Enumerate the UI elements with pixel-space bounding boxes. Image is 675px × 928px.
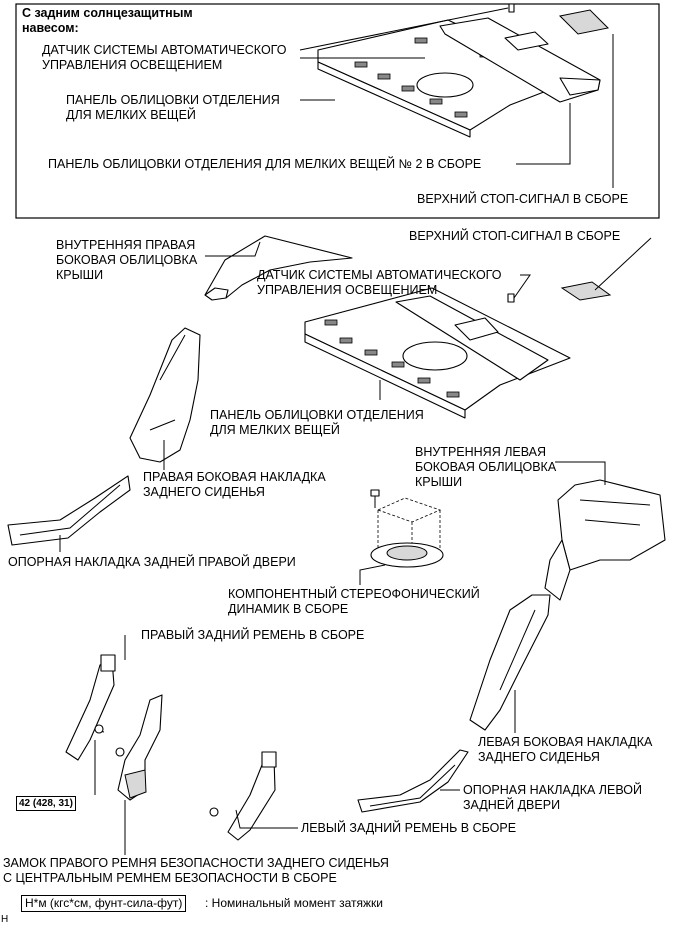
inset-stoplight	[558, 9, 610, 35]
left-seat-side-garnish	[469, 594, 551, 731]
right-door-scuff-plate	[7, 475, 131, 546]
inset-label-sensor: ДАТЧИК СИСТЕМЫ АВТОМАТИЧЕСКОГО УПРАВЛЕНИ…	[42, 43, 286, 73]
inset-label-sensor-l2: УПРАВЛЕНИЯ ОСВЕЩЕНИЕМ	[42, 58, 223, 72]
label-right-roof-trim-l1: ВНУТРЕННЯЯ ПРАВАЯ	[56, 238, 196, 252]
inset-label-sensor-l1: ДАТЧИК СИСТЕМЫ АВТОМАТИЧЕСКОГО	[42, 43, 287, 57]
label-left-roof-trim-l2: БОКОВАЯ ОБЛИЦОВКА	[415, 460, 557, 474]
corner-mark: H	[1, 914, 9, 925]
label-left-roof-trim-l1: ВНУТРЕННЯЯ ЛЕВАЯ	[415, 445, 547, 459]
label-right-side-garnish-l1: ПРАВАЯ БОКОВАЯ НАКЛАДКА	[143, 470, 326, 484]
label-left-door-scuff-l1: ОПОРНАЯ НАКЛАДКА ЛЕВОЙ	[463, 783, 642, 797]
legend-description: : Номинальный момент затяжки	[205, 896, 383, 910]
label-right-door-scuff: ОПОРНАЯ НАКЛАДКА ЗАДНЕЙ ПРАВОЙ ДВЕРИ	[8, 555, 296, 569]
inset-sensor	[508, 3, 515, 13]
inset-package-tray	[317, 19, 576, 138]
left-roof-side-trim	[544, 479, 666, 601]
label-package-tray: ПАНЕЛЬ ОБЛИЦОВКИ ОТДЕЛЕНИЯ ДЛЯ МЕЛКИХ ВЕ…	[210, 408, 424, 438]
label-right-side-garnish-l2: ЗАДНЕГО СИДЕНЬЯ	[143, 485, 265, 499]
label-right-roof-trim-l2: БОКОВАЯ ОБЛИЦОВКА	[56, 253, 198, 267]
sensor	[507, 293, 515, 303]
label-speaker-l1: КОМПОНЕНТНЫЙ СТЕРЕОФОНИЧЕСКИЙ	[228, 587, 480, 601]
label-right-roof-trim: ВНУТРЕННЯЯ ПРАВАЯ БОКОВАЯ ОБЛИЦОВКА КРЫШ…	[56, 238, 197, 283]
label-left-roof-trim: ВНУТРЕННЯЯ ЛЕВАЯ БОКОВАЯ ОБЛИЦОВКА КРЫШИ	[415, 445, 556, 490]
label-speaker-l2: ДИНАМИК В СБОРЕ	[228, 602, 349, 616]
stoplight	[560, 281, 612, 301]
inset-label-panel: ПАНЕЛЬ ОБЛИЦОВКИ ОТДЕЛЕНИЯ ДЛЯ МЕЛКИХ ВЕ…	[66, 93, 280, 123]
label-package-tray-l2: ДЛЯ МЕЛКИХ ВЕЩЕЙ	[210, 423, 340, 437]
speaker	[370, 489, 444, 568]
label-left-side-garnish-l2: ЗАДНЕГО СИДЕНЬЯ	[478, 750, 600, 764]
inset-label-panel2: ПАНЕЛЬ ОБЛИЦОВКИ ОТДЕЛЕНИЯ ДЛЯ МЕЛКИХ ВЕ…	[48, 157, 482, 171]
inset-title-line2: навесом:	[22, 21, 79, 35]
right-rear-belt	[65, 654, 116, 761]
right-roof-side-trim	[204, 235, 353, 301]
label-buckle-l1: ЗАМОК ПРАВОГО РЕМНЯ БЕЗОПАСНОСТИ ЗАДНЕГО…	[3, 856, 389, 870]
inset-frame	[15, 3, 660, 219]
inset-label-panel-l1: ПАНЕЛЬ ОБЛИЦОВКИ ОТДЕЛЕНИЯ	[66, 93, 280, 107]
inset-package-tray-no2	[439, 17, 601, 103]
label-left-side-garnish: ЛЕВАЯ БОКОВАЯ НАКЛАДКА ЗАДНЕГО СИДЕНЬЯ	[478, 735, 652, 765]
label-left-roof-trim-l3: КРЫШИ	[415, 475, 463, 489]
label-right-side-garnish: ПРАВАЯ БОКОВАЯ НАКЛАДКА ЗАДНЕГО СИДЕНЬЯ	[143, 470, 326, 500]
label-speaker: КОМПОНЕНТНЫЙ СТЕРЕОФОНИЧЕСКИЙ ДИНАМИК В …	[228, 587, 480, 617]
label-left-side-garnish-l1: ЛЕВАЯ БОКОВАЯ НАКЛАДКА	[478, 735, 653, 749]
right-belt-buckle	[115, 694, 163, 801]
torque-value: 42 (428, 31)	[16, 796, 76, 811]
label-right-belt: ПРАВЫЙ ЗАДНИЙ РЕМЕНЬ В СБОРЕ	[141, 628, 365, 642]
label-left-door-scuff: ОПОРНАЯ НАКЛАДКА ЛЕВОЙ ЗАДНЕЙ ДВЕРИ	[463, 783, 642, 813]
inset-label-panel-l2: ДЛЯ МЕЛКИХ ВЕЩЕЙ	[66, 108, 196, 122]
label-right-roof-trim-l3: КРЫШИ	[56, 268, 104, 282]
left-rear-belt	[209, 751, 277, 841]
label-sensor-l2: УПРАВЛЕНИЯ ОСВЕЩЕНИЕМ	[257, 283, 438, 297]
inset-label-stoplight: ВЕРХНИЙ СТОП-СИГНАЛ В СБОРЕ	[417, 192, 629, 206]
label-left-belt: ЛЕВЫЙ ЗАДНИЙ РЕМЕНЬ В СБОРЕ	[301, 821, 517, 835]
label-sensor: ДАТЧИК СИСТЕМЫ АВТОМАТИЧЕСКОГО УПРАВЛЕНИ…	[257, 268, 501, 298]
legend-unit: Н*м (кгс*см, фунт-сила-фут)	[21, 895, 187, 912]
right-seat-side-garnish	[129, 327, 201, 463]
inset-title-line1: С задним солнцезащитным	[22, 6, 193, 20]
label-package-tray-l1: ПАНЕЛЬ ОБЛИЦОВКИ ОТДЕЛЕНИЯ	[210, 408, 424, 422]
label-buckle-l2: С ЦЕНТРАЛЬНЫМ РЕМНЕМ БЕЗОПАСНОСТИ В СБОР…	[3, 871, 337, 885]
label-sensor-l1: ДАТЧИК СИСТЕМЫ АВТОМАТИЧЕСКОГО	[257, 268, 502, 282]
package-tray	[304, 287, 571, 419]
label-buckle: ЗАМОК ПРАВОГО РЕМНЯ БЕЗОПАСНОСТИ ЗАДНЕГО…	[3, 856, 389, 886]
left-door-scuff-plate	[357, 749, 469, 813]
inset-title: С задним солнцезащитным навесом:	[22, 6, 193, 36]
label-stoplight: ВЕРХНИЙ СТОП-СИГНАЛ В СБОРЕ	[409, 229, 621, 243]
label-left-door-scuff-l2: ЗАДНЕЙ ДВЕРИ	[463, 798, 561, 812]
